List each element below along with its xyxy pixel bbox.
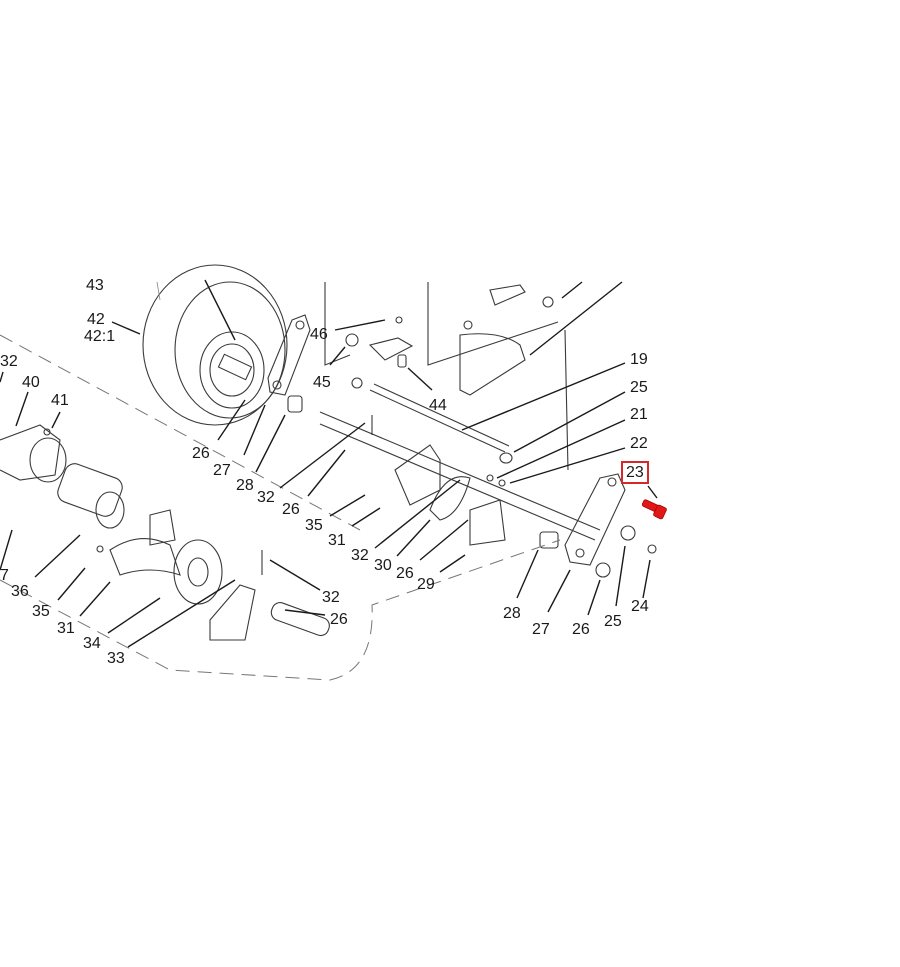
washers bbox=[486, 474, 506, 487]
side-plate-right bbox=[564, 473, 657, 578]
side-bracket-left bbox=[267, 314, 311, 413]
callout-42-1[interactable]: 42:1 bbox=[84, 328, 116, 345]
callout-42[interactable]: 42 bbox=[87, 311, 105, 328]
callout-36[interactable]: 36 bbox=[11, 583, 29, 600]
callout-31-left[interactable]: 31 bbox=[57, 620, 75, 637]
leader-lines bbox=[0, 279, 658, 648]
callout-28-right[interactable]: 28 bbox=[503, 605, 521, 622]
callout-31-mid[interactable]: 31 bbox=[328, 532, 346, 549]
callout-26-wheel[interactable]: 26 bbox=[192, 445, 210, 462]
callout-46[interactable]: 46 bbox=[310, 326, 328, 343]
inset-assembly bbox=[0, 424, 330, 641]
callout-21[interactable]: 21 bbox=[630, 406, 648, 423]
callout-32-lower[interactable]: 32 bbox=[351, 547, 369, 564]
callout-24[interactable]: 24 bbox=[631, 598, 649, 615]
callout-28-left[interactable]: 28 bbox=[236, 477, 254, 494]
callout-26-right[interactable]: 26 bbox=[572, 621, 590, 638]
linkage-parts bbox=[345, 316, 414, 368]
callout-19[interactable]: 19 bbox=[630, 351, 648, 368]
callout-43[interactable]: 43 bbox=[86, 277, 104, 294]
callout-25-top[interactable]: 25 bbox=[630, 379, 648, 396]
callout-27-left[interactable]: 27 bbox=[213, 462, 231, 479]
callout-33[interactable]: 33 bbox=[107, 650, 125, 667]
callout-29[interactable]: 29 bbox=[417, 576, 435, 593]
callout-32-top-left[interactable]: 32 bbox=[0, 353, 18, 370]
callout-34[interactable]: 34 bbox=[83, 635, 101, 652]
callout-35-left[interactable]: 35 bbox=[32, 603, 50, 620]
callout-35-mid[interactable]: 35 bbox=[305, 517, 323, 534]
callout-45[interactable]: 45 bbox=[313, 374, 331, 391]
callout-37-partial[interactable]: 7 bbox=[0, 567, 9, 584]
callout-40[interactable]: 40 bbox=[22, 374, 40, 391]
callout-26-lower[interactable]: 26 bbox=[396, 565, 414, 582]
callout-27-right[interactable]: 27 bbox=[532, 621, 550, 638]
wheel-tire bbox=[142, 264, 288, 426]
callout-26-mid[interactable]: 26 bbox=[282, 501, 300, 518]
callout-44[interactable]: 44 bbox=[429, 397, 447, 414]
bolt-23-highlighted bbox=[641, 499, 667, 520]
inset-outline bbox=[0, 334, 561, 681]
callout-22[interactable]: 22 bbox=[630, 435, 648, 452]
callout-25-right[interactable]: 25 bbox=[604, 613, 622, 630]
callout-30[interactable]: 30 bbox=[374, 557, 392, 574]
callout-23-highlighted[interactable]: 23 bbox=[621, 461, 649, 484]
callout-32-mid[interactable]: 32 bbox=[257, 489, 275, 506]
callout-32-inset[interactable]: 32 bbox=[322, 589, 340, 606]
shaft-19 bbox=[351, 377, 513, 464]
callout-41[interactable]: 41 bbox=[51, 392, 69, 409]
callout-26-inset[interactable]: 26 bbox=[330, 611, 348, 628]
